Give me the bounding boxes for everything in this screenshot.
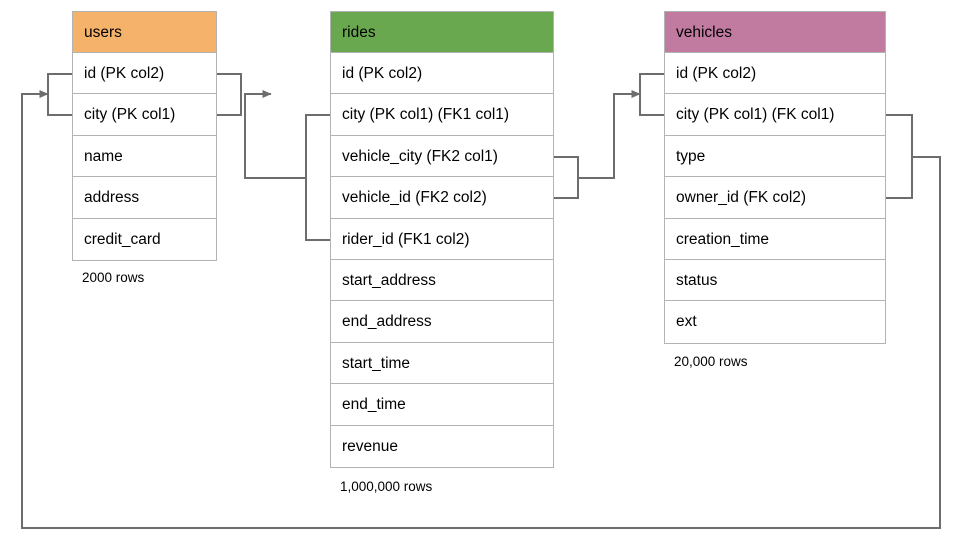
- table-vehicles-row-count: 20,000 rows: [674, 354, 748, 369]
- table-vehicles-header: vehicles: [665, 12, 885, 53]
- table-users-row-count: 2000 rows: [82, 270, 145, 285]
- table-vehicles-column-creation-time[interactable]: creation_time: [665, 219, 885, 260]
- edge-rides-fk1-to-users: [244, 90, 330, 241]
- table-rides-column-revenue[interactable]: revenue: [342, 437, 399, 455]
- table-rides-column-city[interactable]: city (PK col1) (FK1 col1): [331, 94, 553, 136]
- table-rides-column-vehicle-id[interactable]: vehicle_id (FK2 col2): [331, 177, 553, 219]
- table-rides-column-start-address[interactable]: start_address: [331, 260, 553, 302]
- table-rides-column-rider-id[interactable]: rider_id (FK1 col2): [331, 219, 553, 260]
- table-rides-column-vehicle-city[interactable]: vehicle_city (FK2 col1): [331, 136, 553, 178]
- table-users-column-credit-card[interactable]: credit_card: [84, 230, 161, 248]
- table-users-column-name[interactable]: name: [73, 136, 216, 178]
- table-users-column-id[interactable]: id (PK col2): [73, 53, 216, 95]
- edge-vehicles-left-bracket: [639, 73, 664, 116]
- table-rides-column-end-time[interactable]: end_time: [331, 384, 553, 426]
- table-users-column-city[interactable]: city (PK col1): [73, 94, 216, 136]
- edge-users-right-bracket: [217, 73, 242, 116]
- table-rides-header: rides: [331, 12, 553, 53]
- table-vehicles-column-city[interactable]: city (PK col1) (FK col1): [665, 94, 885, 136]
- table-users[interactable]: users id (PK col2) city (PK col1) name a…: [72, 11, 217, 261]
- table-vehicles-column-type[interactable]: type: [665, 136, 885, 178]
- table-vehicles-column-id[interactable]: id (PK col2): [665, 53, 885, 95]
- table-users-column-address[interactable]: address: [73, 177, 216, 219]
- table-users-header: users: [73, 12, 216, 53]
- table-rides-column-end-address[interactable]: end_address: [331, 301, 553, 343]
- table-rides-column-start-time[interactable]: start_time: [331, 343, 553, 385]
- table-rides-row-count: 1,000,000 rows: [340, 479, 433, 494]
- table-vehicles-column-owner-id[interactable]: owner_id (FK col2): [665, 177, 885, 219]
- edge-vehicles-fk-to-users: [21, 90, 941, 529]
- edge-users-left-bracket: [47, 73, 72, 116]
- table-vehicles-column-status[interactable]: status: [665, 260, 885, 302]
- edge-rides-fk2-to-vehicles: [554, 90, 641, 199]
- table-rides-column-id[interactable]: id (PK col2): [331, 53, 553, 95]
- table-vehicles[interactable]: vehicles id (PK col2) city (PK col1) (FK…: [664, 11, 886, 344]
- table-rides[interactable]: rides id (PK col2) city (PK col1) (FK1 c…: [330, 11, 554, 468]
- table-vehicles-column-ext[interactable]: ext: [676, 313, 697, 331]
